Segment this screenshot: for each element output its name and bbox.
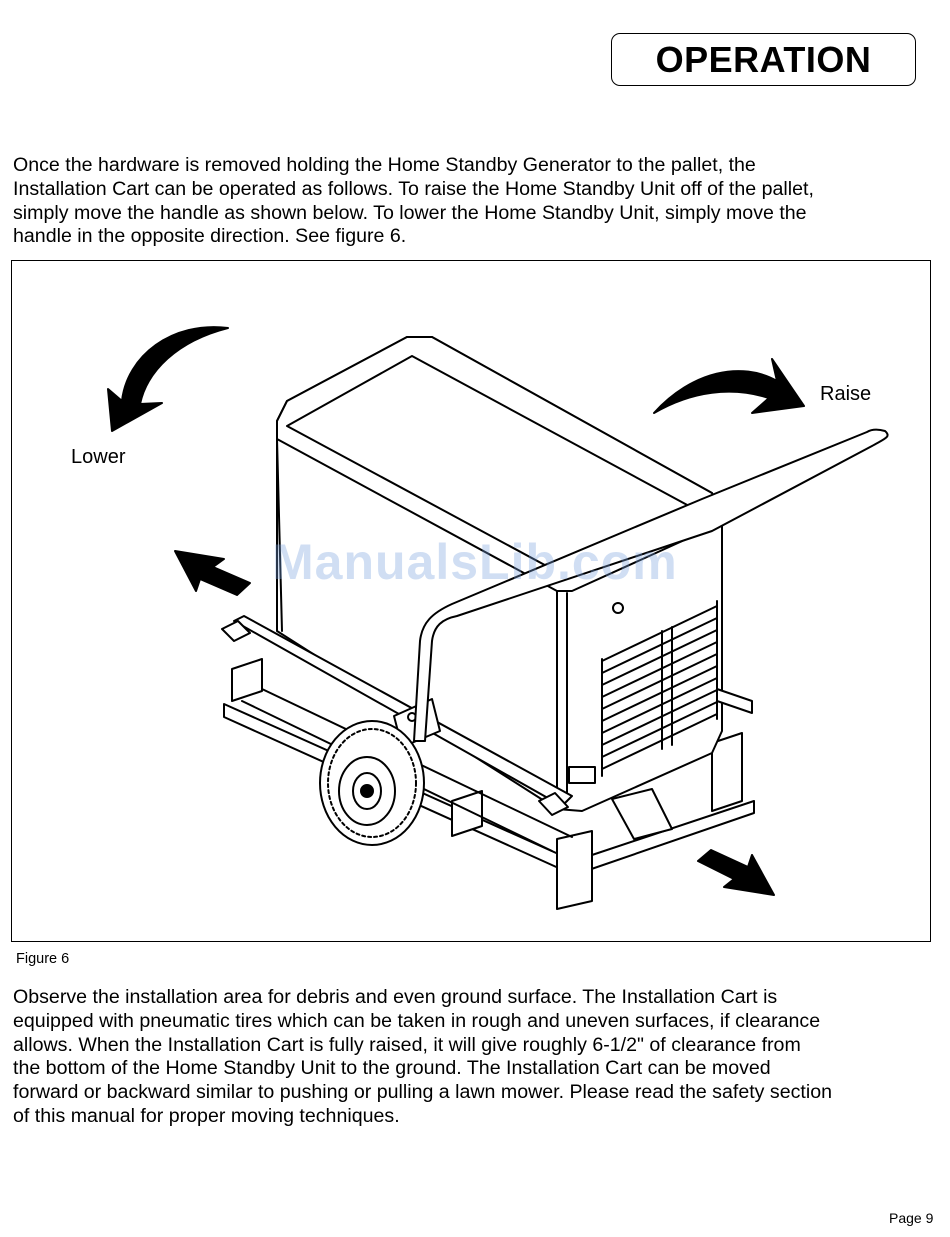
- body-line: equipped with pneumatic tires which can …: [13, 1009, 821, 1032]
- section-title-box: OPERATION: [611, 33, 916, 86]
- figure-caption: Figure 6: [16, 951, 70, 967]
- body-line: the bottom of the Home Standby Unit to t…: [13, 1057, 771, 1080]
- backward-direction-arrow: [174, 550, 251, 596]
- louver-vents: [601, 600, 718, 777]
- body-line: forward or backward similar to pushing o…: [13, 1081, 832, 1104]
- figure-6-frame: Lower Raise ManualsLib.com: [11, 260, 931, 942]
- cart-wheel: [319, 720, 425, 846]
- body-line: allows. When the Installation Cart is fu…: [13, 1033, 801, 1056]
- intro-line: Once the hardware is removed holding the…: [13, 154, 756, 176]
- body-line: Observe the installation area for debris…: [13, 986, 778, 1008]
- forward-direction-arrow: [697, 849, 775, 896]
- lower-label: Lower: [71, 446, 126, 468]
- cart-handle: [413, 428, 889, 742]
- watermark: ManualsLib.com: [272, 534, 678, 590]
- raise-label: Raise: [820, 383, 872, 405]
- body-line: of this manual for proper moving techniq…: [13, 1104, 400, 1127]
- raise-rotation-arrow: [653, 358, 805, 414]
- intro-paragraph: Once the hardware is removed holding the…: [13, 154, 947, 249]
- generator-enclosure: [276, 336, 723, 812]
- intro-line: handle in the opposite direction. See fi…: [13, 225, 407, 248]
- body-paragraph: Observe the installation area for debris…: [13, 986, 947, 1129]
- generator-cart-illustration: [107, 326, 889, 910]
- lower-rotation-arrow: [107, 326, 229, 432]
- intro-line: Installation Cart can be operated as fol…: [13, 177, 814, 200]
- page-number: Page 9: [889, 1210, 934, 1226]
- section-title: OPERATION: [655, 38, 872, 80]
- pallet: [223, 658, 755, 910]
- intro-line: simply move the handle as shown below. T…: [13, 201, 807, 224]
